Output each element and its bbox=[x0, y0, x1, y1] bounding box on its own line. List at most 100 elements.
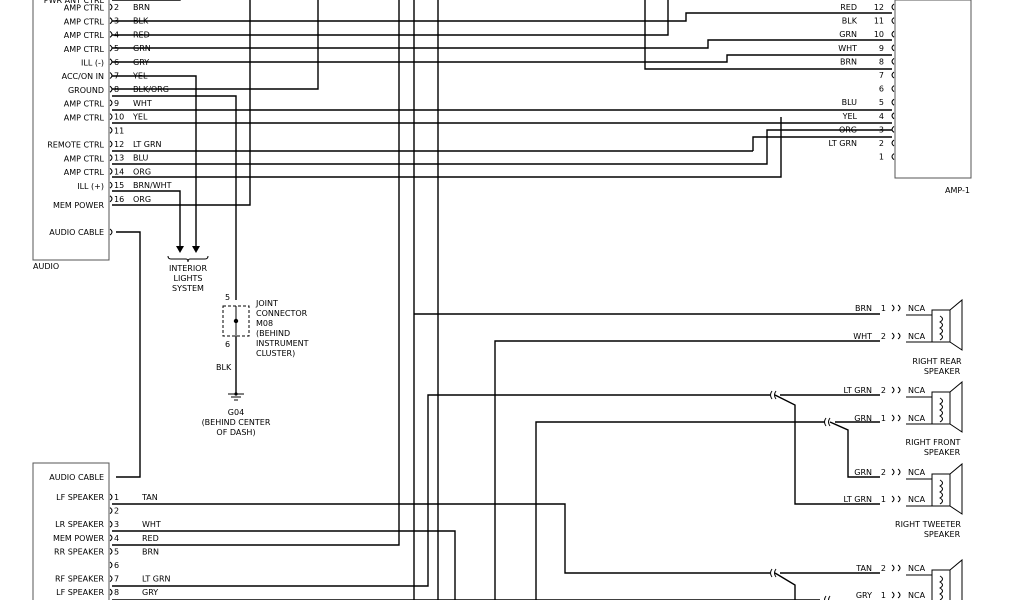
audio-pin-function: AMP CTRL bbox=[64, 4, 105, 13]
amp-pin-number: 7 bbox=[879, 71, 884, 80]
speaker-wire-color: GRN bbox=[854, 468, 872, 477]
speaker-wire-color: WHT bbox=[853, 332, 872, 341]
amp-pin-connector bbox=[891, 85, 895, 92]
speaker-nca-label: NCA bbox=[908, 564, 926, 573]
amp-pin-wire-color: YEL bbox=[842, 112, 858, 121]
speaker-wire-color: BRN bbox=[855, 304, 872, 313]
audio-bottom-pin-connector bbox=[109, 493, 113, 501]
audio-pin-function: ILL (+) bbox=[77, 182, 104, 191]
speaker-coil bbox=[939, 575, 943, 600]
audio-bottom-wire-color: LT GRN bbox=[142, 575, 171, 584]
audio-pin-connector bbox=[109, 3, 113, 11]
right-rear-label-2: SPEAKER bbox=[924, 367, 961, 376]
speaker-cone bbox=[949, 298, 963, 351]
right-tweeter-label-1: RIGHT TWEETER bbox=[895, 520, 961, 529]
audio-pin-function: ILL (-) bbox=[81, 59, 104, 68]
audio-pin-number: 16 bbox=[114, 195, 124, 204]
amp-pin-number: 1 bbox=[879, 153, 884, 162]
audio-pin-function: GROUND bbox=[68, 86, 104, 95]
audio-pin-connector bbox=[109, 58, 113, 66]
bottom-wires bbox=[112, 394, 820, 600]
audio-bottom-pin-connector bbox=[109, 548, 113, 555]
audio-pin-number: 11 bbox=[114, 126, 124, 135]
amp-pin-wire-color: BRN bbox=[840, 57, 857, 66]
audio-bottom-pin-connector bbox=[109, 588, 113, 596]
speaker-pin-connector bbox=[891, 591, 901, 599]
amp-pin-connector bbox=[891, 30, 895, 38]
right-front-label-2: SPEAKER bbox=[924, 448, 961, 457]
speaker-pin-connector bbox=[891, 564, 901, 572]
speakers bbox=[414, 313, 880, 600]
amp-pin-wire-color: GRN bbox=[839, 30, 857, 39]
speaker-body bbox=[931, 473, 951, 507]
audio-bottom-pin-connector bbox=[109, 520, 113, 528]
audio-bottom-pin-connector bbox=[109, 534, 113, 542]
speaker-wire-color: LT GRN bbox=[843, 495, 872, 504]
speaker-pin-number: 2 bbox=[881, 386, 886, 395]
audio-bottom-pin-function: AUDIO CABLE bbox=[49, 473, 104, 482]
audio-bottom-pin-number: 6 bbox=[114, 561, 119, 570]
interior-lights-label-1: INTERIOR bbox=[169, 264, 208, 273]
audio-bottom-pin-function: RF SPEAKER bbox=[55, 575, 104, 584]
right-rear-label-1: RIGHT REAR bbox=[912, 357, 962, 366]
speaker-wire-color: GRY bbox=[856, 591, 872, 600]
amp-pin-connector bbox=[891, 71, 895, 79]
audio-bottom-box bbox=[32, 462, 110, 600]
audio-pin-function: AMP CTRL bbox=[64, 31, 105, 40]
speaker-wire-color: GRN bbox=[854, 414, 872, 423]
speaker-coil bbox=[939, 315, 943, 341]
joint-label-2: CONNECTOR bbox=[256, 309, 308, 318]
audio-unit-label: AUDIO bbox=[33, 262, 59, 271]
audio-pin-connector bbox=[109, 168, 113, 175]
speaker-pin-number: 1 bbox=[881, 414, 886, 423]
speaker-nca-label: NCA bbox=[908, 414, 926, 423]
speaker-pin-number: 1 bbox=[881, 304, 886, 313]
audio-pin-connector bbox=[109, 17, 113, 25]
amp-pin-connector bbox=[891, 98, 895, 106]
joint-label-4: (BEHIND bbox=[256, 329, 290, 338]
audio-bottom-pin-function: RR SPEAKER bbox=[54, 547, 104, 556]
audio-bottom-wire-color: BRN bbox=[142, 547, 159, 556]
amp-label: AMP-1 bbox=[945, 186, 970, 195]
audio-pin-number: 14 bbox=[114, 167, 124, 176]
speaker-wire-color: LT GRN bbox=[843, 386, 872, 395]
joint-connector bbox=[222, 305, 250, 401]
speaker-lead bbox=[906, 574, 932, 576]
speaker-lead bbox=[906, 314, 932, 343]
audio-pin-connector bbox=[109, 154, 113, 162]
amp-pin-number: 4 bbox=[879, 112, 884, 121]
amp-pin-connector bbox=[891, 58, 895, 65]
speaker-pin-number: 1 bbox=[881, 495, 886, 504]
amp-pin-number: 5 bbox=[879, 98, 884, 107]
speaker-pin-connector bbox=[891, 468, 901, 476]
speaker-pin-connector bbox=[891, 304, 901, 312]
right-front-label-1: RIGHT FRONT bbox=[906, 438, 961, 447]
speaker-pin-number: 2 bbox=[881, 468, 886, 477]
amp-pin-connector bbox=[891, 139, 895, 147]
audio-bottom-pin-number: 4 bbox=[114, 534, 119, 543]
interior-lights-label-2: LIGHTS bbox=[174, 274, 203, 283]
audio-pin-number: 12 bbox=[114, 140, 124, 149]
amp-pin-wire-color: RED bbox=[840, 3, 857, 12]
audio-bottom-wire-color: TAN bbox=[141, 493, 158, 502]
speaker-nca-label: NCA bbox=[908, 591, 926, 600]
speaker-pin-connector bbox=[891, 332, 901, 340]
amp-pin-connector bbox=[891, 153, 895, 160]
amp-pin-number: 10 bbox=[874, 30, 884, 39]
speaker-cone bbox=[949, 558, 963, 600]
amp-pin-connector bbox=[891, 3, 895, 11]
joint-label-5: INSTRUMENT bbox=[256, 339, 309, 348]
audio-pin-connector bbox=[109, 72, 113, 79]
speaker-body bbox=[931, 391, 951, 425]
amp-pin-number: 9 bbox=[879, 44, 884, 53]
audio-pin-number: 15 bbox=[114, 181, 124, 190]
audio-pin-wire-color: BRN/WHT bbox=[133, 181, 172, 190]
audio-bottom-pin-number: 2 bbox=[114, 507, 119, 516]
audio-pin-wire-color: ORG bbox=[133, 167, 151, 176]
audio-cable-label: AUDIO CABLE bbox=[49, 228, 104, 237]
audio-bottom-pin-number: 1 bbox=[114, 493, 119, 502]
speaker-pin-number: 2 bbox=[881, 564, 886, 573]
